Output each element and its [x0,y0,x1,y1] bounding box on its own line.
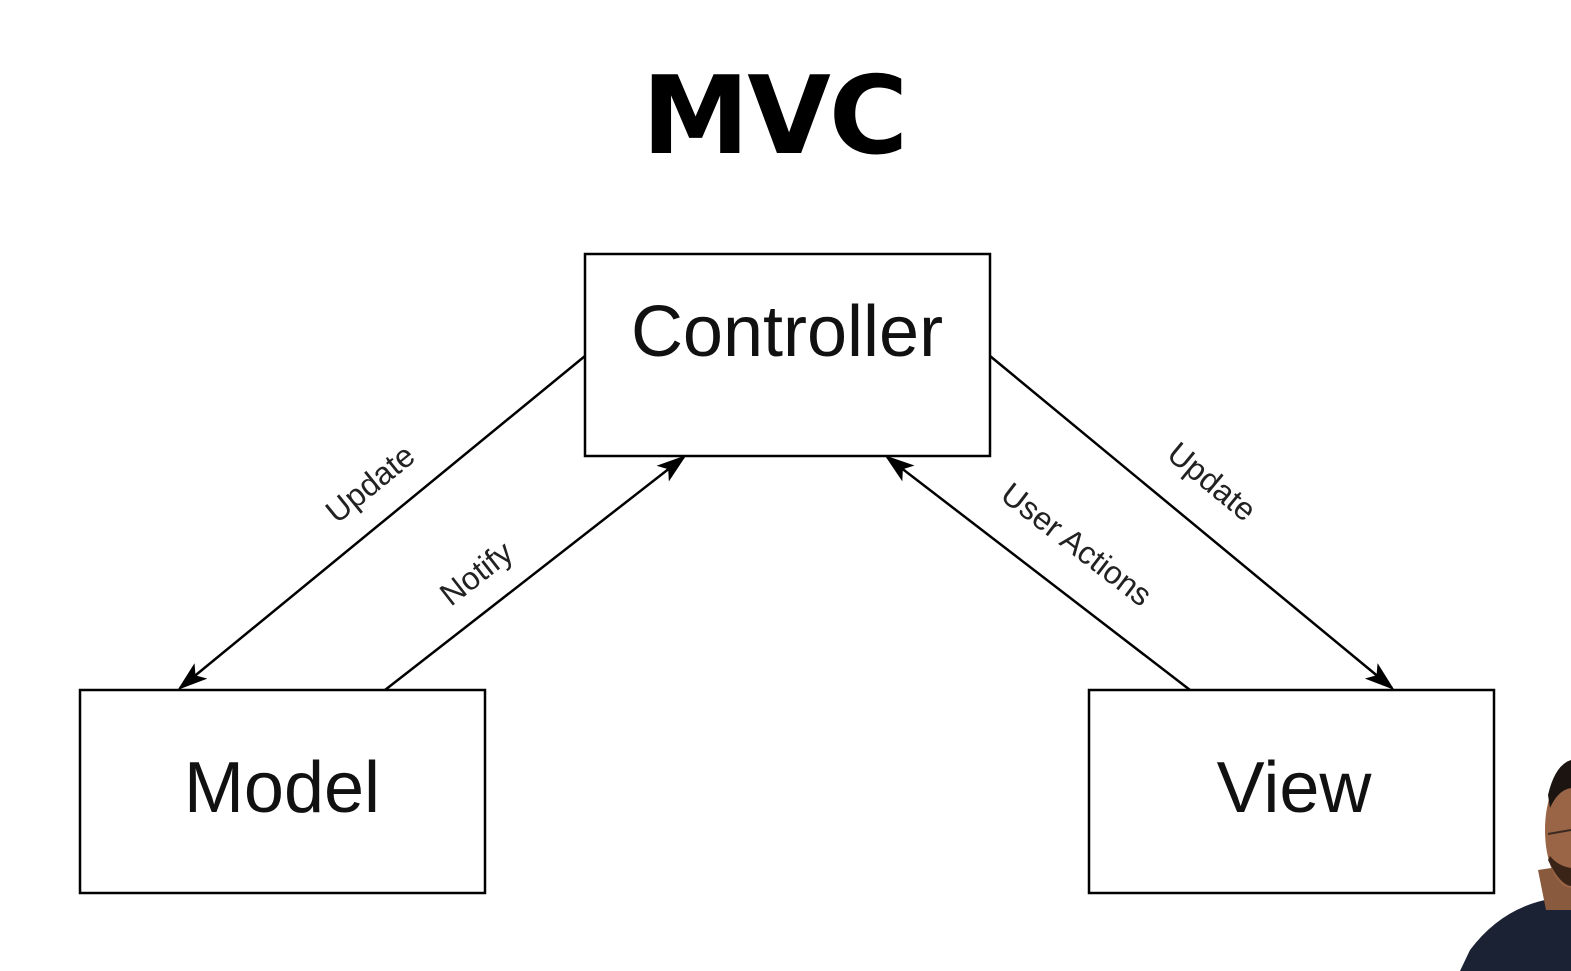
model-label: Model [184,748,380,828]
notify-arrow-model-to-controller [384,455,687,691]
update-arrow-controller-to-model [177,355,586,690]
notify-label: Notify [433,534,520,613]
update-arrow-controller-to-view [989,355,1395,690]
controller-node: Controller [583,252,992,458]
view-node: View [1087,688,1496,895]
page-title: MVC [641,54,908,179]
user-actions-arrow-view-to-controller [884,455,1191,691]
view-label: View [1217,748,1373,828]
controller-label: Controller [631,292,943,372]
user-actions-label: User Actions [994,475,1158,613]
model-node: Model [78,688,487,895]
update-label-right: Update [1161,435,1264,528]
presenter-webcam-overlay [1460,760,1571,971]
update-label-left: Update [319,437,422,530]
